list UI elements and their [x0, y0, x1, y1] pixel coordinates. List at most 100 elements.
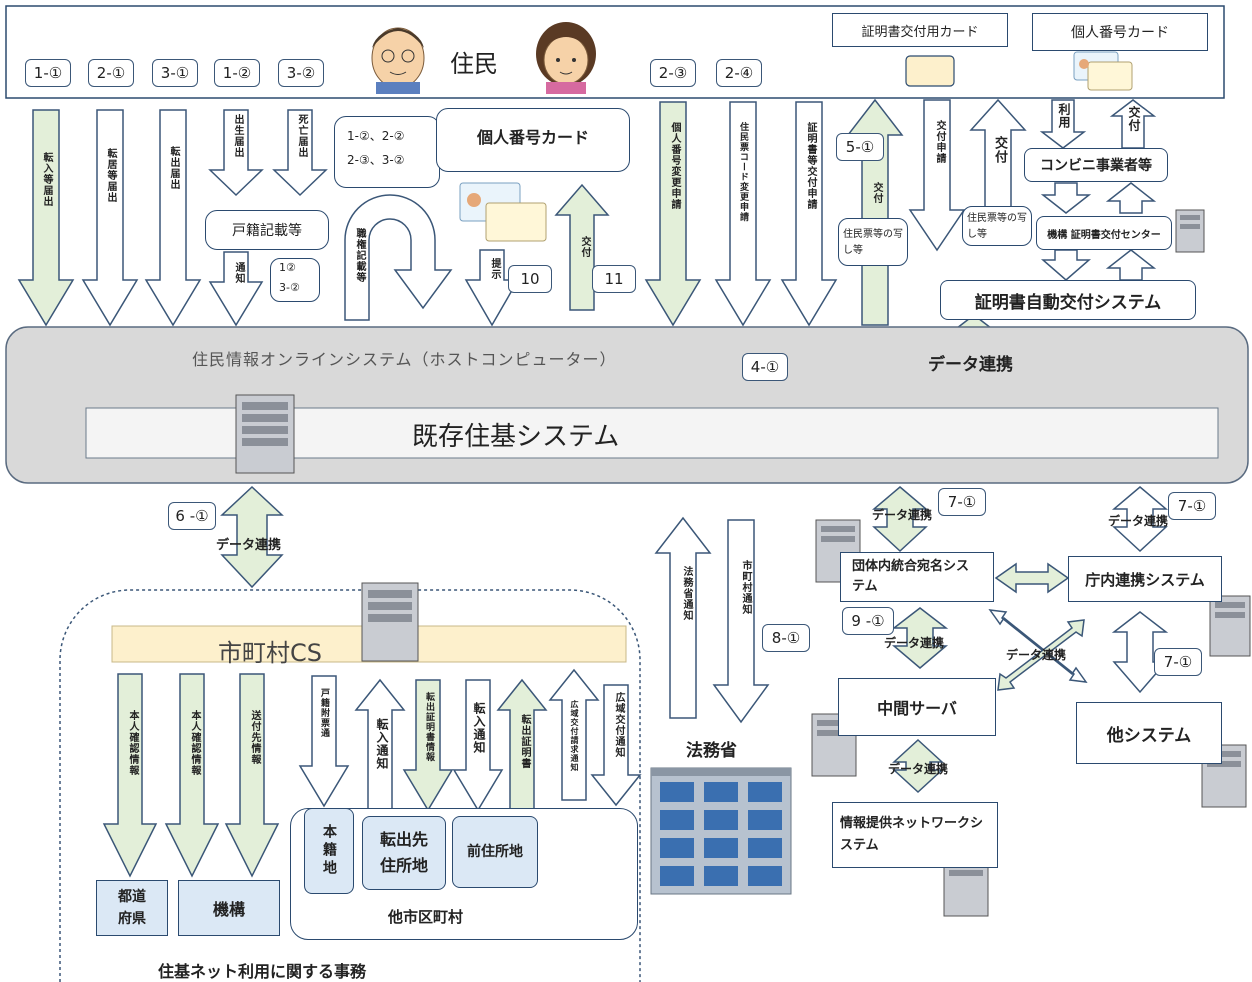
resident-frame — [5, 5, 1225, 99]
arrow-kofu4 — [1109, 99, 1157, 149]
tsuchi-tag-box: 1② 3-② — [270, 258, 320, 302]
arrow-konbini-kiko — [1040, 182, 1092, 214]
ta-system-label: 他システム — [1106, 725, 1192, 746]
label-kofu-shinsei: 交付申請 — [934, 120, 945, 164]
cert-card-icon — [905, 55, 955, 87]
arrow-tennyu — [17, 109, 75, 327]
arrow-shokken — [344, 194, 453, 321]
tag-9-1: 9 -① — [842, 607, 894, 635]
arrow-dantai-chukan — [891, 607, 949, 669]
tenshutsusaki-box: 転出先住所地 — [362, 816, 446, 890]
label-koiki-tsuchi: 広域交付通知 — [613, 692, 624, 758]
arrow-host-dantai — [871, 486, 929, 553]
label-tenshutsu: 転出届出 — [168, 146, 179, 190]
data-renkei-e: データ連携 — [888, 762, 949, 776]
label-tenshutsu-joho: 転出証明書情報 — [424, 692, 434, 762]
juminhyo-copy-box: 住民票等の写し等 — [838, 218, 908, 266]
arrow-host-chonai — [1111, 486, 1169, 553]
tag-1-1: 1-① — [25, 59, 71, 87]
label-koiki-seikyu: 広域交付請求通知 — [570, 700, 579, 772]
homusho-label: 法務省 — [686, 741, 737, 761]
server-cs — [361, 582, 419, 662]
arrow-kofu — [554, 183, 610, 311]
label-tennyu: 転入等届出 — [41, 152, 52, 207]
tag-2-3: 2-③ — [650, 59, 696, 87]
multi-tag-line1: 1-②、2-② — [347, 129, 405, 143]
juminhyo-copy2-label: 住民票等の写し等 — [967, 213, 1027, 240]
server-host — [235, 394, 295, 474]
host-title: 住民情報オンラインシステム（ホストコンピューター） — [192, 350, 617, 369]
dantai-box: 団体内統合宛名システム — [840, 552, 994, 602]
label-tsuchi: 通知 — [233, 262, 244, 284]
juminhyo-copy2-box: 住民票等の写し等 — [962, 206, 1032, 246]
arrow-teiji — [464, 249, 520, 327]
multi-tag-box: 1-②、2-② 2-③、3-② — [334, 116, 440, 188]
label-shussei: 出生届出 — [232, 114, 243, 158]
arrow-dantai-chonai — [994, 562, 1070, 594]
top-card-icon — [1073, 51, 1133, 91]
label-kofu2: 交付 — [871, 182, 882, 204]
todofuken-label: 都道府県 — [118, 889, 146, 927]
kiko-box: 機構 — [178, 880, 280, 936]
cert-card-box: 証明書交付用カード — [832, 13, 1008, 47]
arrow-kiko-auto — [1040, 249, 1092, 281]
tag-7-1c: 7-① — [1154, 648, 1202, 676]
tag-2-4: 2-④ — [716, 59, 762, 87]
data-renkei-a: データ連携 — [872, 508, 933, 522]
label-shomei-kofu: 証明書等交付申請 — [805, 122, 816, 210]
ta-system-box: 他システム — [1076, 702, 1222, 764]
dotted-region — [59, 589, 641, 982]
mynumber-card-top-box: 個人番号カード — [1032, 13, 1208, 51]
auto-system-box: 証明書自動交付システム — [940, 280, 1196, 320]
server-chonai — [1209, 595, 1251, 657]
label-teiji: 提示 — [489, 258, 500, 280]
ta-shiku-label: 他市区町村 — [388, 908, 464, 926]
juminhyo-copy-label: 住民票等の写し等 — [843, 229, 903, 256]
resident-woman-icon — [536, 22, 596, 94]
arrow-honnin2 — [164, 673, 220, 878]
honseki-label: 本籍地 — [321, 824, 337, 878]
joho-teikyo-box: 情報提供ネットワークシステム — [832, 802, 998, 868]
chonai-box: 庁内連携システム — [1068, 556, 1222, 602]
arrow-tennyu-tsuchi2 — [452, 679, 504, 812]
data-renkei-c: データ連携 — [884, 636, 945, 650]
multi-tag-line2: 2-③、3-② — [347, 153, 405, 167]
tag-3-1: 3-① — [152, 59, 198, 87]
label-tennyu-tsuchi2: 転入通知 — [472, 702, 486, 754]
mae-jusho-box: 前住所地 — [452, 816, 538, 888]
arrow-kofu-shinsei — [908, 99, 966, 252]
label-kofu4: 交付 — [1127, 106, 1141, 132]
cs-label: 市町村CS — [218, 639, 322, 667]
tag-8-1: 8-① — [762, 624, 810, 652]
label-tenkyo: 転居等届出 — [105, 148, 116, 203]
resident-label: 住民 — [450, 50, 498, 78]
chukan-label: 中間サーバ — [877, 699, 957, 718]
label-kofu: 交付 — [579, 236, 590, 258]
homusho-building-icon — [650, 767, 792, 895]
arrow-cross-2 — [997, 619, 1085, 691]
tag-4-1: 4-① — [742, 353, 788, 381]
existing-system-label: 既存住基システム — [412, 422, 620, 452]
mynumber-card-top-label: 個人番号カード — [1071, 25, 1169, 41]
data-renkei-b: データ連携 — [1108, 514, 1169, 528]
arrow-jukicode-henko — [714, 101, 772, 327]
arrow-koseki-fuhyo — [298, 675, 350, 808]
cert-card-label: 証明書交付用カード — [861, 24, 979, 40]
arrow-shomei-kofu — [780, 101, 838, 327]
arrow-chukan-joho — [892, 738, 944, 794]
mynumber-box: 個人番号カード — [436, 108, 630, 172]
tag-5-1: 5-① — [836, 133, 884, 161]
arrow-tenshutsu-shomei — [496, 678, 548, 816]
label-sofusaki: 送付先情報 — [249, 710, 260, 765]
label-homusho-tsuchi: 法務省通知 — [681, 566, 692, 621]
arrow-kiko-konbini — [1105, 182, 1157, 214]
label-kojin-henko: 個人番号変更申請 — [669, 122, 680, 210]
arrow-shussei — [208, 109, 264, 197]
tag-7-1a: 7-① — [938, 488, 986, 516]
tag-11: 11 — [592, 265, 636, 293]
chukan-box: 中間サーバ — [838, 678, 996, 736]
label-koseki-fuhyo: 戸籍附票通 — [319, 688, 329, 738]
arrow-shichoson-tsuchi — [712, 519, 770, 724]
arrow-tenkyo — [81, 109, 139, 327]
label-shichoson-tsuchi: 市町村通知 — [740, 560, 751, 615]
